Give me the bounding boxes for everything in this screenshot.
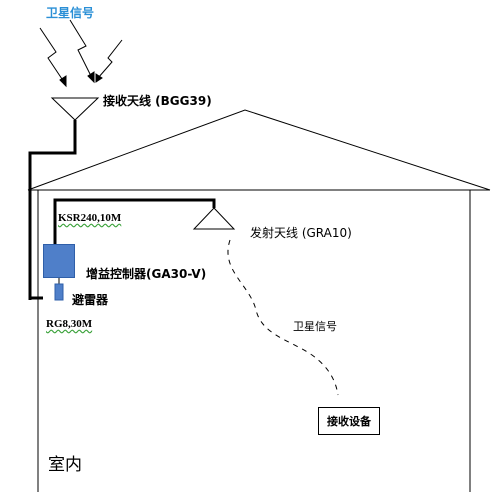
- indoor-signal-label: 卫星信号: [293, 320, 337, 333]
- lightning-arrester-label: 避雷器: [72, 293, 109, 307]
- room-label: 室内: [48, 455, 82, 475]
- receive-antenna-label: 接收天线 (BGG39): [103, 94, 212, 108]
- gain-controller-icon: [43, 244, 75, 278]
- transmit-antenna-label: 发射天线 (GRA10): [250, 226, 352, 240]
- transmit-antenna-icon: [192, 207, 236, 230]
- cable-transmit: [53, 198, 216, 244]
- signal-source-label: 卫星信号: [46, 6, 95, 20]
- cable-bottom-label: RG8,30M: [46, 318, 93, 330]
- gain-controller-label: 增益控制器(GA30-V): [86, 267, 207, 281]
- lightning-arrester-icon: [54, 283, 64, 301]
- signal-arrows: [39, 19, 123, 88]
- receiver-label: 接收设备: [327, 415, 371, 428]
- receiver-box: 接收设备: [318, 407, 380, 435]
- house-outline: [27, 109, 491, 492]
- receive-antenna-icon: [50, 97, 100, 121]
- cable-top-label: KSR240,10M: [58, 212, 122, 224]
- cable-receive: [28, 120, 77, 300]
- indoor-signal-path: [227, 239, 339, 396]
